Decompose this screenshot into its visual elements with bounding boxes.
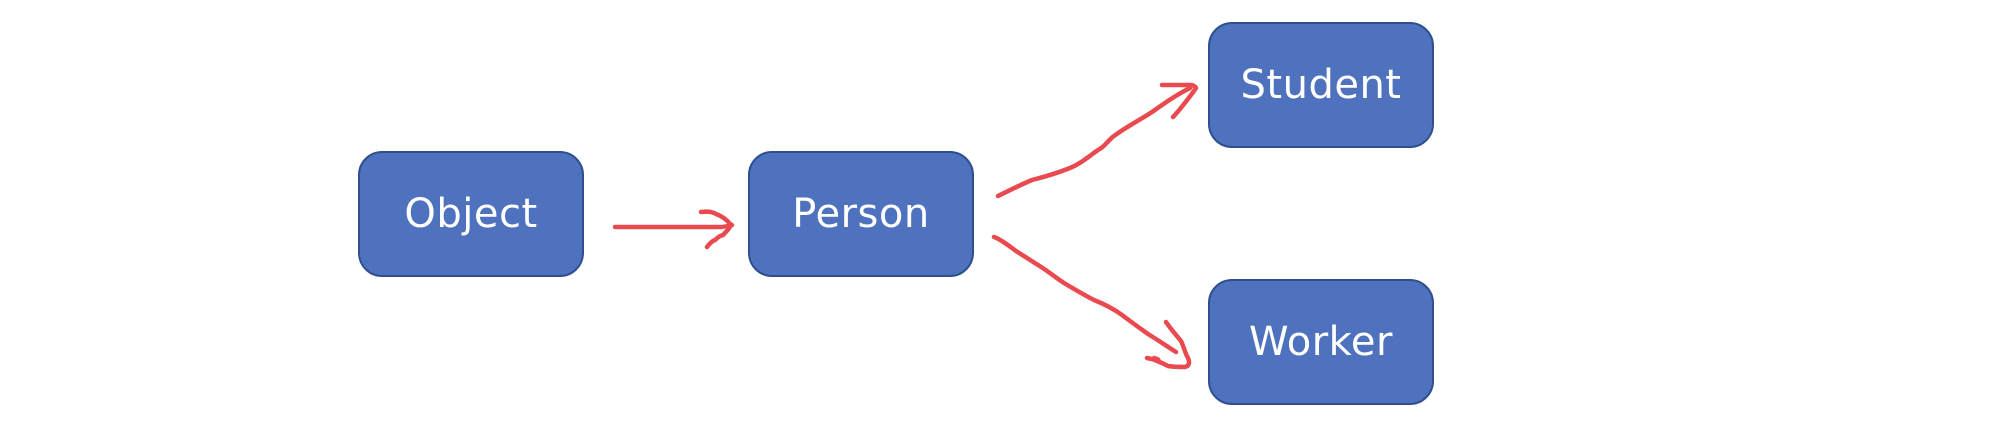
node-person: Person <box>748 151 974 277</box>
arrow-person-to-worker <box>991 234 1192 370</box>
arrow-object-to-person-shaft <box>612 222 735 230</box>
arrow-person-to-worker-shaft <box>991 234 1179 355</box>
arrow-object-to-person-head <box>698 209 734 250</box>
node-object: Object <box>358 151 584 277</box>
node-worker: Worker <box>1208 279 1434 405</box>
arrow-person-to-student <box>995 82 1199 199</box>
node-object-label: Object <box>404 191 538 237</box>
node-person-label: Person <box>792 191 930 237</box>
arrow-person-to-worker-head <box>1144 319 1192 370</box>
arrow-object-to-person <box>612 209 735 250</box>
arrow-person-to-student-head <box>1159 82 1199 120</box>
node-worker-label: Worker <box>1249 319 1393 365</box>
node-student: Student <box>1208 22 1434 148</box>
node-student-label: Student <box>1240 62 1402 108</box>
arrow-person-to-student-shaft <box>995 85 1193 199</box>
